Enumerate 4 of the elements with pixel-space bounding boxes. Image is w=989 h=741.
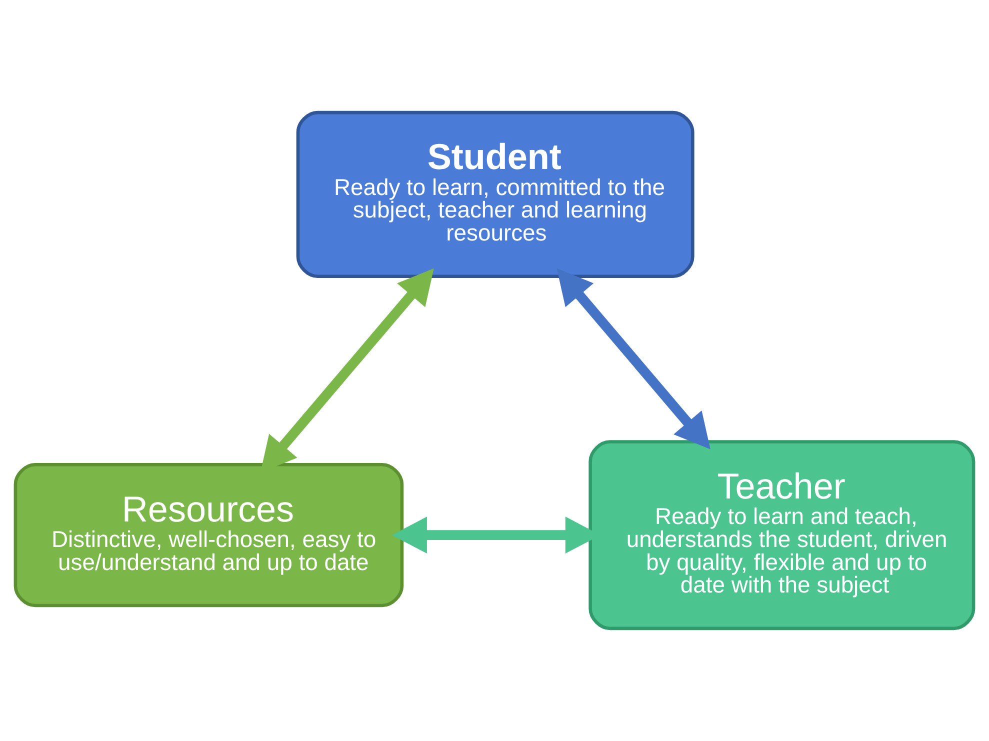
node-box: Resources Distinctive, well-chosen, easy to use/understand and up to date [14,463,404,608]
arrow [556,268,710,450]
node-box: Teacher Ready to learn and teach, understands the student, driven by quality, flexible and up to date with the subject [588,440,976,630]
node-box: Student Ready to learn, committed to the subject, teacher and learning resources [296,110,694,278]
